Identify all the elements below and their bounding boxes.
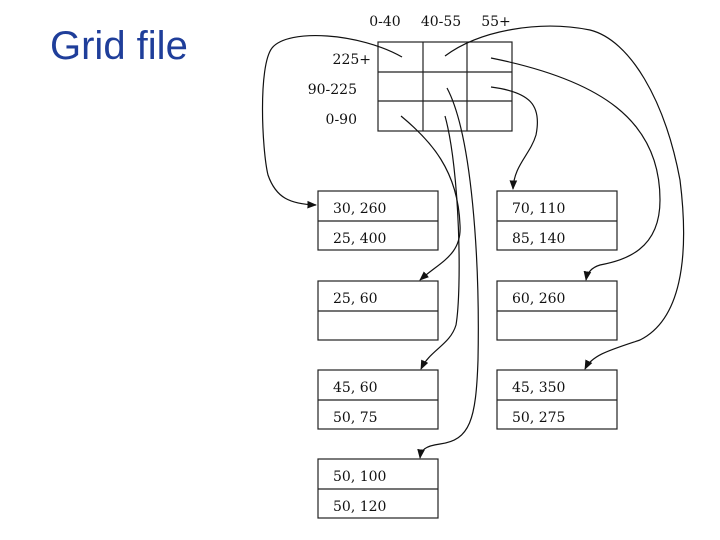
bucket-record: 85, 140 — [512, 231, 565, 247]
x-range-label: 0-40 — [369, 14, 400, 30]
bucket-b2: 25, 60 — [317, 280, 439, 341]
pointer-arrow — [490, 57, 661, 281]
grid-border — [377, 41, 513, 132]
bucket-record: 50, 75 — [333, 410, 378, 426]
x-range-label: 55+ — [481, 14, 511, 30]
bucket-b7: 45, 350 50, 275 — [496, 369, 618, 430]
bucket-record: 50, 275 — [512, 410, 565, 426]
bucket-record: 25, 400 — [333, 231, 386, 247]
bucket-record: 25, 60 — [333, 291, 378, 307]
bucket-b5: 70, 110 85, 140 — [496, 190, 618, 251]
bucket-record: 70, 110 — [512, 201, 565, 217]
pointer-arrow — [261, 35, 403, 209]
y-range-label: 225+ — [333, 52, 371, 68]
pointer-arrow — [444, 25, 685, 370]
bucket-b1: 30, 260 25, 400 — [317, 190, 439, 251]
pointer-arrow — [417, 87, 479, 459]
bucket-record: 50, 120 — [333, 499, 386, 515]
bucket-record: 50, 100 — [333, 469, 386, 485]
slide-title: Grid file — [50, 24, 188, 68]
bucket-b4: 50, 100 50, 120 — [317, 458, 439, 519]
pointer-arrow — [400, 115, 461, 281]
bucket-b6: 60, 260 — [496, 280, 618, 341]
bucket-record: 45, 350 — [512, 380, 565, 396]
bucket-record: 30, 260 — [333, 201, 386, 217]
x-range-label: 40-55 — [421, 14, 461, 30]
pointer-arrow — [490, 86, 538, 190]
bucket-record: 60, 260 — [512, 291, 565, 307]
y-range-label: 90-225 — [308, 82, 357, 98]
pointer-arrows — [261, 25, 685, 459]
y-range-label: 0-90 — [326, 112, 357, 128]
bucket-b3: 45, 60 50, 75 — [317, 369, 439, 430]
grid-directory — [377, 41, 513, 132]
bucket-record: 45, 60 — [333, 380, 378, 396]
pointer-arrow — [420, 115, 460, 370]
